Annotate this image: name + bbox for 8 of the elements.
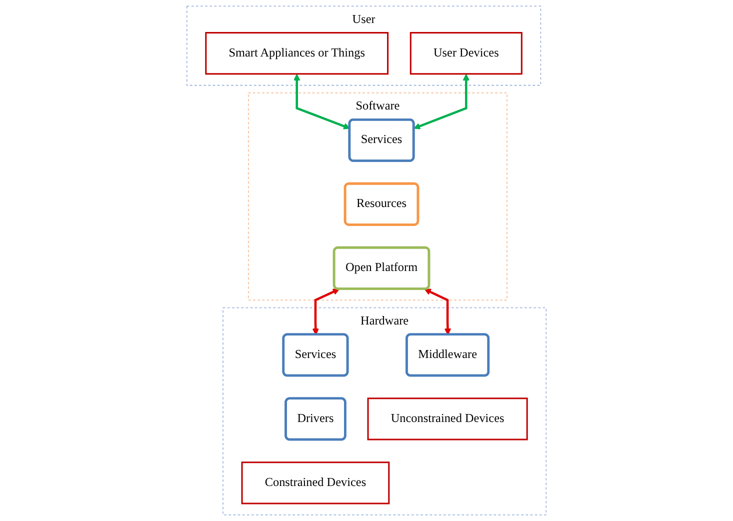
arrow [312,288,340,336]
node-box: Smart Appliances or Things [205,32,389,75]
arrow [294,74,350,130]
arrow [424,288,452,336]
arrow [414,74,470,130]
node-box: Unconstrained Devices [367,398,528,440]
node-box: User Devices [410,32,522,75]
node-box: Constrained Devices [241,462,390,504]
